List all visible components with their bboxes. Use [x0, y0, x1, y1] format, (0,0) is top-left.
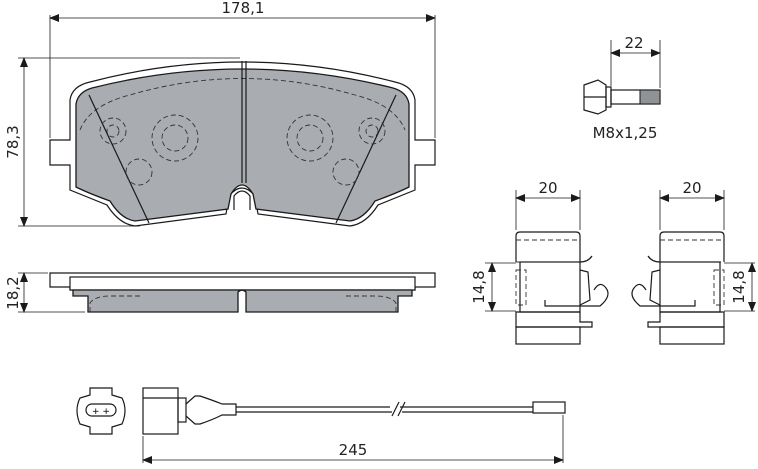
bolt: 22 M8x1,25	[583, 34, 661, 142]
clip-right: 20 14,8	[631, 179, 756, 345]
dimension-clip-left-height: 14,8	[470, 270, 488, 303]
dimension-clip-right-width: 20	[682, 179, 701, 197]
dimension-pad-height: 78,3	[4, 125, 22, 158]
svg-text:+ +: + +	[92, 407, 110, 417]
pad-front-view: 178,1 78,3	[4, 0, 436, 227]
dimension-pad-thickness: 18,2	[4, 276, 22, 309]
clip-left: 20 14,8	[470, 179, 609, 345]
dimension-pad-width: 178,1	[222, 0, 265, 17]
dimension-clip-right-height: 14,8	[730, 270, 748, 303]
wear-sensor: + + 245	[76, 387, 566, 464]
dimension-clip-left-width: 20	[538, 179, 557, 197]
bolt-thread-label: M8x1,25	[593, 124, 658, 142]
dimension-sensor-length: 245	[339, 441, 368, 459]
pad-side-view: 18,2	[4, 272, 436, 313]
dimension-bolt-length: 22	[624, 34, 643, 52]
pad-holes	[99, 114, 386, 186]
